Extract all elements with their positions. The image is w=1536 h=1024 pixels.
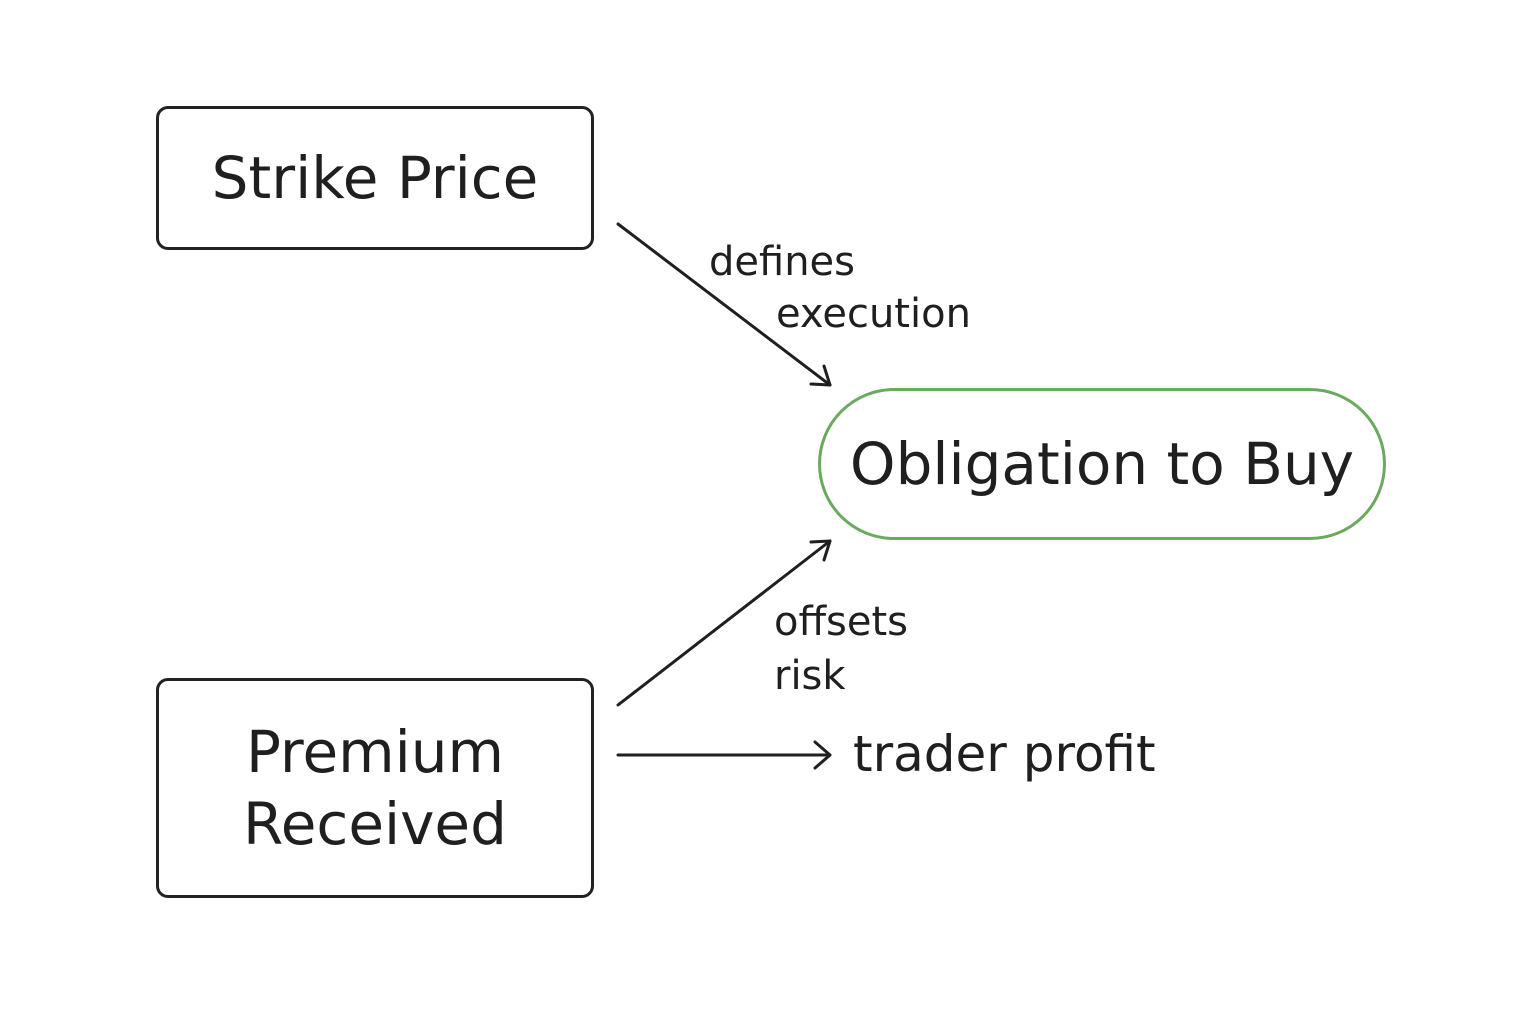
edge-label-execution: execution [776, 291, 971, 337]
edge-defines-execution-arrowhead [809, 364, 832, 387]
edge-trader-profit-arrowhead [813, 740, 832, 770]
node-premium-received-label-line2: Received [243, 790, 507, 858]
edge-label-risk: risk [774, 653, 846, 699]
node-strike-price-label: Strike Price [211, 144, 539, 212]
node-obligation-to-buy: Obligation to Buy [818, 388, 1386, 540]
node-obligation-to-buy-label: Obligation to Buy [849, 430, 1355, 498]
node-premium-received-label: Premium Received [243, 716, 507, 860]
node-premium-received-label-line1: Premium [245, 718, 505, 786]
node-premium-received: Premium Received [156, 678, 594, 898]
edge-label-offsets: offsets [774, 599, 909, 645]
node-strike-price: Strike Price [156, 106, 594, 250]
edge-label-defines: defines [709, 239, 855, 285]
edge-offsets-risk-arrowhead [809, 539, 832, 562]
edge-label-trader-profit: trader profit [853, 725, 1156, 783]
